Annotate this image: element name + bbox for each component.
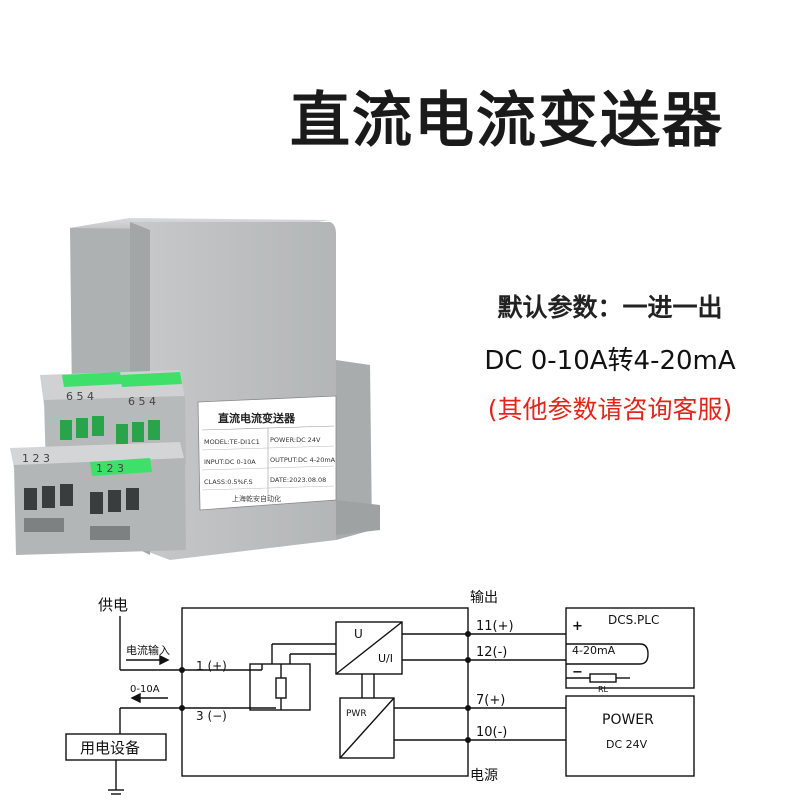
lower-terminal-screws xyxy=(24,484,139,514)
return-arrow-icon xyxy=(130,692,141,704)
rear-module-side xyxy=(70,218,140,400)
power-supply-box xyxy=(565,695,695,777)
current-shunt-box xyxy=(249,663,311,711)
load-resistor-label: RL xyxy=(598,685,609,694)
label-heading: 直流电流变送器 xyxy=(218,411,296,425)
dcs-minus-sign: − xyxy=(572,665,583,680)
label-power: POWER:DC 24V xyxy=(270,436,321,444)
loop-current-label: 4-20mA xyxy=(572,644,616,657)
input-range-label: 0-10A xyxy=(130,684,160,695)
power-box-title: POWER xyxy=(602,712,654,728)
transmitter-product-image: 6 5 4 6 5 4 1 2 3 1 2 3 直流电流变送器 MODEL:TE… xyxy=(10,218,380,560)
power-module xyxy=(339,697,395,759)
terminal-12-label: 12(-) xyxy=(476,645,507,660)
power-box-voltage: DC 24V xyxy=(606,738,648,751)
dcs-plc-box xyxy=(565,607,695,689)
terminal-10-label: 10(-) xyxy=(476,725,507,740)
module-u-label: U xyxy=(354,627,363,641)
current-input-label: 电流输入 xyxy=(126,643,170,657)
transmitter-box xyxy=(181,607,469,777)
lower-terminal-numbers-front: 1 2 3 xyxy=(96,462,124,475)
lower-terminal-green xyxy=(90,458,152,476)
label-date: DATE:2023.08.08 xyxy=(270,476,326,484)
terminal-1-label: 1 (+) xyxy=(196,659,227,673)
lower-terminal-numbers: 1 2 3 xyxy=(22,452,50,465)
page-title: 直流电流变送器 xyxy=(290,86,724,156)
upper-terminal-screws xyxy=(60,416,160,444)
load-device-box xyxy=(65,733,167,761)
upper-terminal-numbers-front: 6 5 4 xyxy=(128,395,156,408)
label-input: INPUT:DC 0-10A xyxy=(204,458,256,466)
module-ui-label: U/I xyxy=(378,652,393,665)
dcs-plc-title: DCS.PLC xyxy=(608,613,659,627)
upper-terminal-green-front xyxy=(120,372,182,387)
din-rail-foot xyxy=(336,360,372,540)
dcs-plus-sign: + xyxy=(572,619,583,634)
wiring-diagram: 供电 电流输入 0-10A 用电设备 1 (+) 3 (−) 输出 11(+) … xyxy=(65,590,695,795)
product-label: 直流电流变送器 MODEL:TE-DI1C1 POWER:DC 24V INPU… xyxy=(197,395,337,511)
terminal-7-label: 7(+) xyxy=(476,693,505,708)
terminal-dots xyxy=(179,631,471,743)
input-arrow-icon xyxy=(159,654,170,666)
conversion-range-text: DC 0-10A转4-20mA xyxy=(484,346,736,376)
upper-terminal-numbers: 6 5 4 xyxy=(66,390,94,403)
label-model: MODEL:TE-DI1C1 xyxy=(204,438,260,446)
terminal-3-label: 3 (−) xyxy=(196,709,227,723)
label-output: OUTPUT:DC 4-20mA xyxy=(270,456,336,464)
signal-converter-module xyxy=(335,621,403,675)
output-heading: 输出 xyxy=(470,590,498,606)
power-heading: 电源 xyxy=(470,768,498,784)
default-params-text: 默认参数：一进一出 xyxy=(497,293,723,322)
contact-service-note: (其他参数请咨询客服) xyxy=(487,395,733,424)
upper-terminal-green-rear xyxy=(62,372,122,387)
terminal-11-label: 11(+) xyxy=(476,619,514,634)
supply-label: 供电 xyxy=(98,596,128,614)
label-class: CLASS:0.5%F.S xyxy=(204,478,253,486)
label-maker: 上海乾安自动化 xyxy=(232,494,281,503)
module-pwr-label: PWR xyxy=(346,709,367,719)
load-device-label: 用电设备 xyxy=(80,739,140,757)
